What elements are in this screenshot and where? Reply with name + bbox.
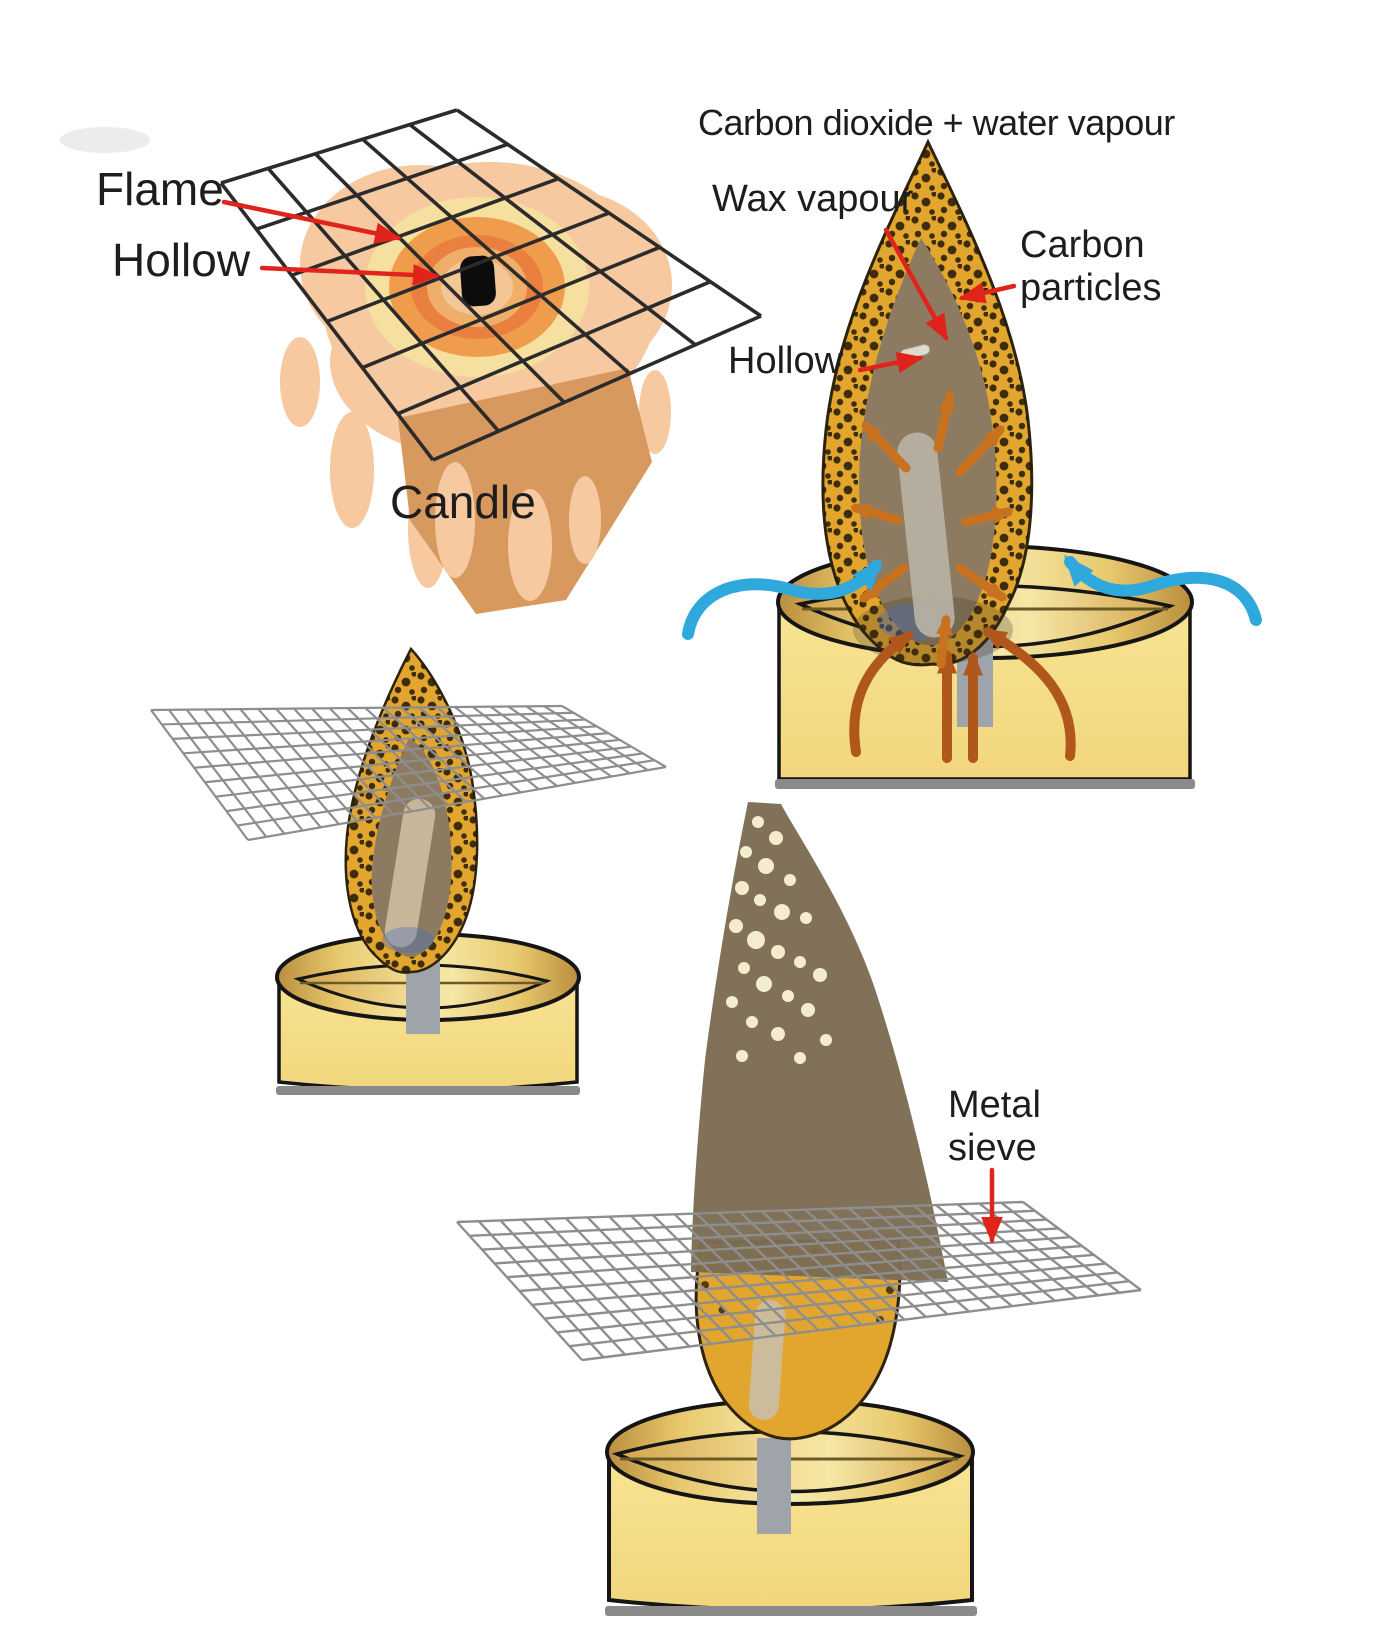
fine-metal-sieve-large — [456, 1200, 1142, 1362]
unburnt-particle-dot — [771, 945, 785, 959]
unburnt-particle-dot — [735, 881, 749, 895]
unburnt-particle-dot — [794, 956, 806, 968]
unburnt-particle-dot — [726, 996, 738, 1008]
wax-drip — [330, 412, 374, 528]
fine-metal-sieve — [150, 704, 667, 842]
hollow-top-view-label: Hollow — [112, 234, 251, 286]
metal-sieve-label: Metal sieve — [948, 1084, 1041, 1170]
wax-drip — [280, 337, 320, 427]
carbon-dioxide-water-vapour-label: Carbon dioxide + water vapour — [698, 102, 1175, 143]
carbon-particles-label: Carbon particles — [1020, 224, 1162, 310]
unburnt-particle-dot — [784, 874, 796, 886]
unburnt-particle-dot — [813, 968, 827, 982]
wax-drip — [435, 462, 475, 578]
heat-radiation-arrows — [849, 389, 1015, 669]
unburnt-particle-dot — [740, 846, 752, 858]
melted-wax-flow-arrows — [849, 627, 1076, 763]
unburnt-particle-dot — [769, 831, 783, 845]
candle-label: Candle — [390, 476, 536, 528]
hollow-flame-label: Hollow — [728, 340, 843, 382]
unburnt-particle-dot — [738, 962, 750, 974]
cup-base-shadow — [775, 779, 1195, 789]
wick — [757, 1438, 791, 1534]
unburnt-particle-dot — [774, 904, 790, 920]
unburnt-particle-dot — [747, 931, 765, 949]
unburnt-particle-dot — [794, 1052, 806, 1064]
top-view-diagram — [60, 127, 672, 614]
unburnt-particle-dot — [801, 1003, 815, 1017]
smoke-column — [691, 802, 948, 1282]
wax-vapour-label: Wax vapour — [712, 178, 914, 220]
glowing-wick — [748, 1300, 786, 1420]
coarse-sieve-grid — [219, 108, 763, 462]
glowing-wick — [897, 432, 955, 638]
unburnt-particle-dot — [729, 919, 743, 933]
carbon-particles-speckles — [822, 142, 1032, 665]
unburnt-particle-dot — [736, 1050, 748, 1062]
glowing-wick — [384, 798, 436, 948]
unburnt-particle-dot — [746, 1016, 758, 1028]
air-flow-arrows — [682, 554, 1262, 640]
top-view-label-arrows — [221, 199, 441, 286]
cup-base-shadow — [276, 1086, 580, 1095]
unburnt-particle-dot — [752, 816, 764, 828]
unburnt-particle-dot — [820, 1034, 832, 1046]
wax-drip — [639, 370, 671, 454]
flame-structure-label-arrows — [857, 227, 1017, 374]
unburnt-particle-dot — [756, 976, 772, 992]
cup-base-shadow — [605, 1606, 977, 1616]
unburnt-particle-dot — [754, 894, 766, 906]
wax-drip — [569, 476, 601, 564]
wax-drip — [508, 489, 552, 601]
unburnt-particle-dot — [758, 858, 774, 874]
blue-flame-base — [382, 927, 434, 953]
unburnt-particle-dot — [782, 990, 794, 1002]
smudge — [60, 127, 150, 153]
unburnt-particle-dot — [800, 912, 812, 924]
unburnt-particle-dot — [771, 1027, 785, 1041]
flame-label: Flame — [96, 163, 224, 215]
